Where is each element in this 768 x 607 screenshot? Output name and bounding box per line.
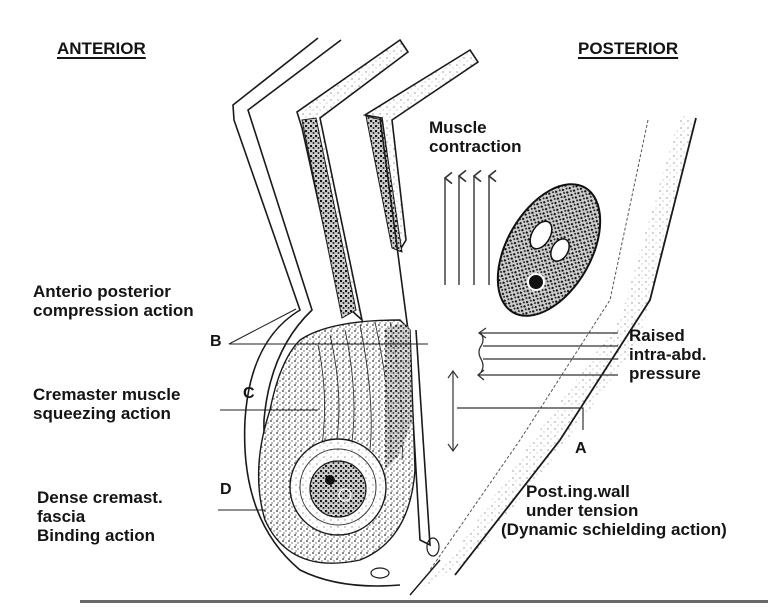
posterior-heading: POSTERIOR bbox=[578, 39, 679, 58]
contraction-arrows bbox=[443, 169, 497, 285]
marker-c: C bbox=[243, 385, 255, 402]
label-ap-compression: Anterio posterior compression action bbox=[33, 282, 194, 320]
label-cremaster: Cremaster muscle squeezing action bbox=[33, 385, 181, 423]
label-muscle-contraction: Muscle contraction bbox=[429, 118, 522, 156]
tension-arrow bbox=[447, 369, 584, 453]
label-dense-fascia: Dense cremast. fascia Binding action bbox=[37, 488, 163, 545]
anterior-heading: ANTERIOR bbox=[57, 39, 146, 58]
bottom-border bbox=[80, 600, 768, 603]
marker-d: D bbox=[220, 481, 232, 498]
pressure-arrows bbox=[476, 327, 618, 381]
spermatic-cord bbox=[289, 438, 387, 536]
marker-a: A bbox=[575, 440, 587, 457]
posterior-structure bbox=[496, 183, 602, 317]
marker-b: B bbox=[210, 333, 222, 350]
leader-lines bbox=[218, 308, 428, 511]
muscle-band-1 bbox=[296, 38, 410, 323]
small-vessels bbox=[370, 537, 440, 579]
muscle-band-2 bbox=[362, 48, 480, 547]
label-raised-pressure: Raised intra-abd. pressure bbox=[629, 326, 707, 383]
label-post-wall: Post.ing.wall under tension (Dynamic sch… bbox=[501, 482, 727, 539]
posterior-wall bbox=[409, 115, 697, 596]
